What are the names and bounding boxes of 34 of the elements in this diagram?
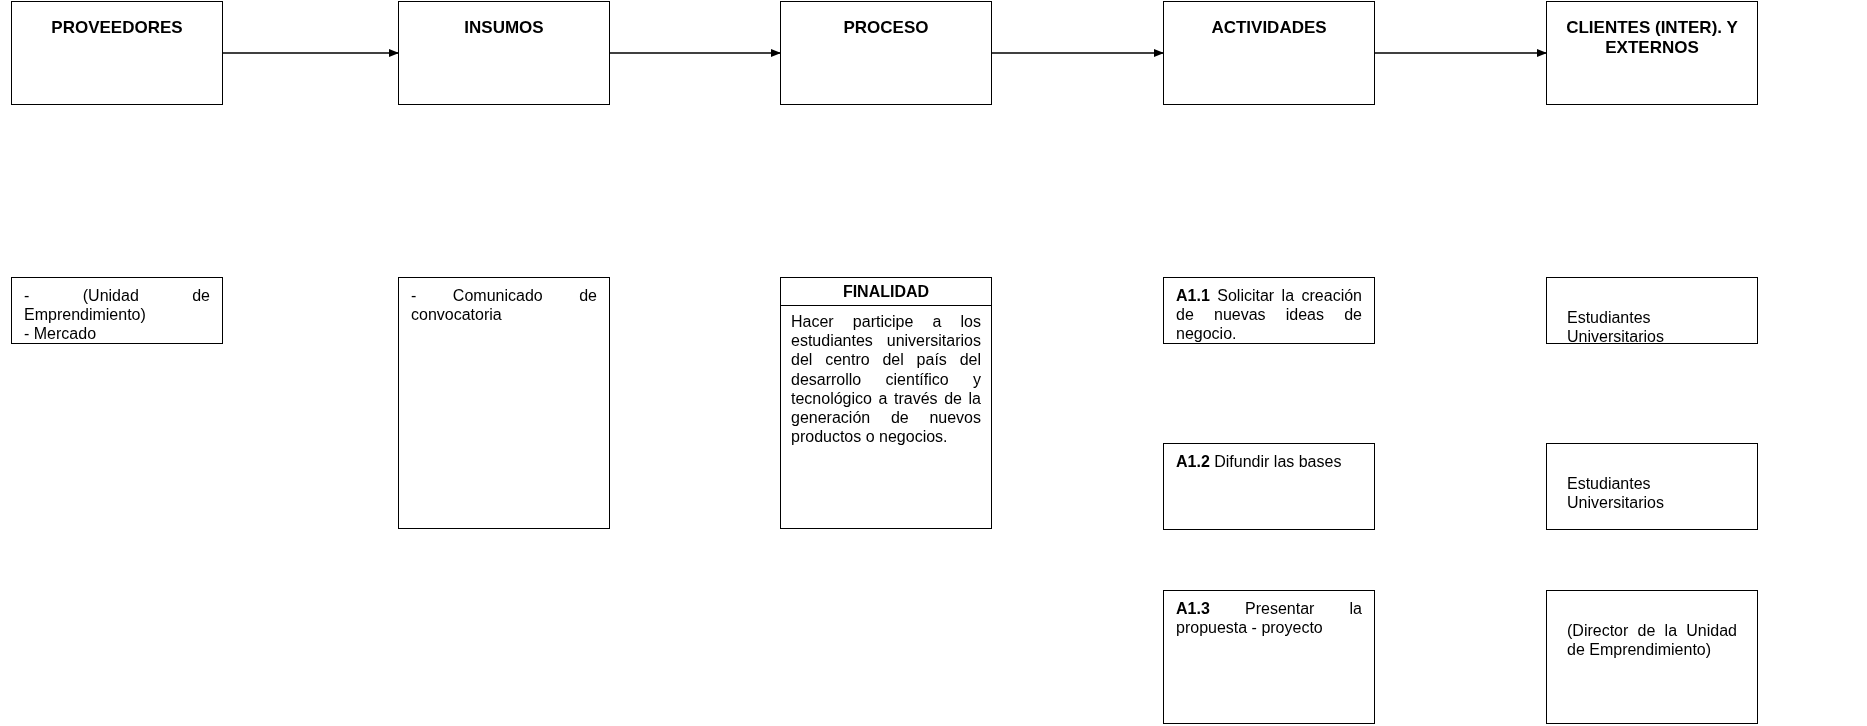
process-box — [780, 1, 992, 105]
description-text: Hacer participe a los estudiantes universitarios del centro del país del desarrollo científico y tecnológico a través de la generación de nuevos productos o negocios. — [790, 312, 982, 448]
box-text: A1.2 Difundir las bases — [1176, 452, 1343, 472]
process-box — [1546, 590, 1758, 724]
process-box — [1163, 277, 1375, 344]
process-box — [780, 277, 992, 529]
section-heading: FINALIDAD — [781, 278, 991, 306]
process-box — [11, 1, 223, 105]
box-text: Estudiantes Universitarios — [1567, 308, 1665, 347]
arrow — [609, 49, 781, 57]
arrow — [222, 49, 399, 57]
box-heading: INSUMOS — [463, 18, 545, 38]
process-box — [1546, 443, 1758, 530]
process-box — [1546, 1, 1758, 105]
box-heading: PROVEEDORES — [50, 18, 184, 38]
arrow — [991, 49, 1164, 57]
box-heading: CLIENTES (INTER). Y EXTERNOS — [1565, 18, 1739, 58]
box-text: - (Unidad de Emprendimiento) — [24, 286, 210, 325]
process-box — [398, 1, 610, 105]
process-box — [11, 277, 223, 344]
arrow — [1374, 49, 1547, 57]
box-text: A1.3 Presentar la propuesta - proyecto — [1176, 599, 1362, 638]
process-box — [1163, 443, 1375, 530]
process-box — [1546, 277, 1758, 344]
process-box — [1163, 1, 1375, 105]
box-heading: ACTIVIDADES — [1210, 18, 1328, 38]
box-text: (Director de la Unidad de Emprendimiento) — [1567, 621, 1737, 660]
box-text: - Mercado — [24, 324, 98, 344]
process-box — [1163, 590, 1375, 724]
box-text: A1.1 Solicitar la creación de nuevas ideas de negocio. — [1176, 286, 1362, 344]
box-text: Estudiantes Universitarios — [1567, 474, 1665, 513]
process-box — [398, 277, 610, 529]
box-heading: PROCESO — [842, 18, 930, 38]
box-text: - Comunicado de convocatoria — [411, 286, 597, 325]
